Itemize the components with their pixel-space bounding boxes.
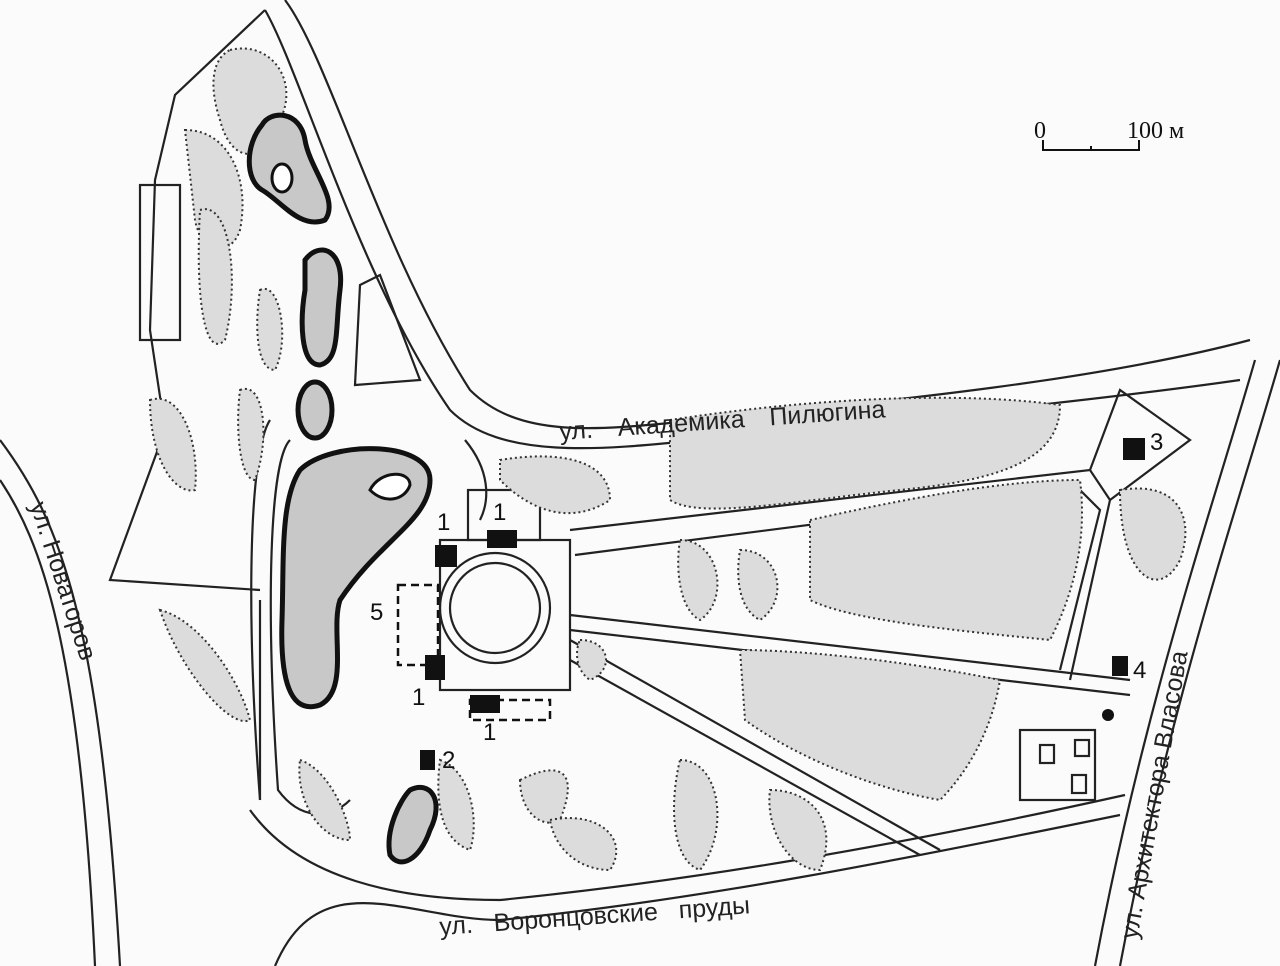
street-label-novatorov: ул. Новаторов xyxy=(24,498,102,663)
building-1b xyxy=(487,530,517,548)
scale-end: 100 м xyxy=(1127,118,1184,144)
marker-1-lower-left: 1 xyxy=(412,684,425,711)
marker-1-top: 1 xyxy=(493,499,506,526)
building-1a xyxy=(435,545,457,567)
street-label-arkhitektora-vlasova: ул. Архитектора Власова xyxy=(1115,648,1193,941)
marker-1-left: 1 xyxy=(437,509,450,536)
marker-1-bottom: 1 xyxy=(483,719,496,746)
building-1c xyxy=(425,655,445,680)
scale-start: 0 xyxy=(1034,118,1046,144)
marker-4: 4 xyxy=(1133,657,1146,684)
scale-bar: 0 100 м xyxy=(1034,118,1184,151)
greenery xyxy=(148,47,1187,872)
ponds xyxy=(246,112,439,865)
buildings xyxy=(420,438,1145,770)
marker-2: 2 xyxy=(442,747,455,774)
building-2 xyxy=(420,750,435,770)
marker-3: 3 xyxy=(1150,429,1163,456)
building-1d xyxy=(470,695,500,713)
building-4 xyxy=(1112,656,1128,676)
marker-5: 5 xyxy=(370,599,383,626)
building-3 xyxy=(1123,438,1145,460)
